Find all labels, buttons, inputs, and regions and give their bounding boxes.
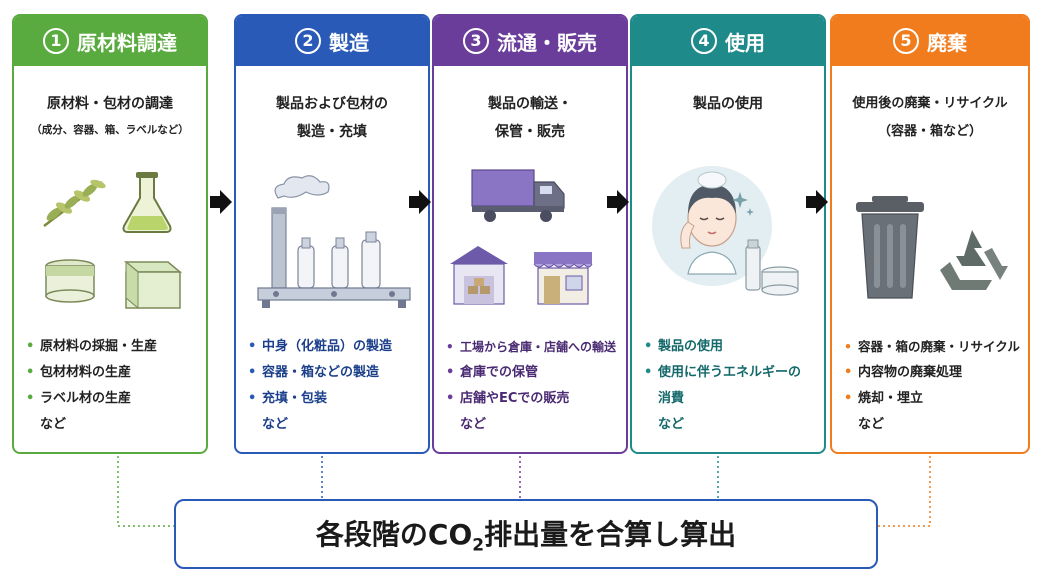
stage-subtext: （成分、容器、箱、ラベルなど） [31,124,189,136]
total-text: 各段階のCO2排出量を合算し算出 [315,517,737,556]
stage-description: 原材料・包材の調達 [14,90,206,118]
list-item: •倉庫での保管 [446,365,539,380]
etc-label: など [858,417,885,432]
trash-can-icon [856,196,924,299]
stage-description: 製品の輸送・ 保管・販売 [434,90,626,146]
list-item: •ラベル材の生産 [26,391,132,406]
list-item: •容器・箱などの製造 [248,365,380,380]
disposal-illustration [856,196,1008,299]
stage-description: 製品の使用 [632,90,824,118]
cream-tube-icon [745,239,799,296]
stage-header: 3 流通・販売 [434,16,626,66]
stage-title: 使用 [725,30,765,55]
etc-label: など [658,417,685,432]
factory-icon [257,175,411,308]
stage-header: 2 製造 [236,16,428,66]
stage-description-line: 製品の輸送・ [488,96,572,112]
list-item: •容器・箱の廃棄・リサイクル [844,339,1020,354]
stage-bullet-list: •中身（化粧品）の製造 •容器・箱などの製造 •充填・包装 など [248,334,422,438]
list-item: 消費 [658,391,685,406]
stage-title: 原材料調達 [77,30,177,55]
jar-icon [45,259,95,303]
stage-number: 1 [43,28,69,54]
stage-bullet-list: •原材料の採掘・生産 •包材材料の生産 •ラベル材の生産 など [26,334,200,438]
olive-branch-icon [43,179,106,227]
list-item: •焼却・埋立 [844,391,924,406]
stage-number: 3 [463,28,489,54]
stage-description-line: 保管・販売 [495,124,565,140]
stage-description: 製品および包材の 製造・充填 [236,90,428,146]
stage-description-line: （容器・箱など） [877,124,982,139]
woman-skincare-icon [652,166,772,286]
stage-distribution: 3 流通・販売 製品の輸送・ 保管・販売 [432,14,628,454]
stage-number: 4 [691,28,717,54]
stage-title: 製造 [329,30,369,55]
raw-materials-illustration [43,172,183,310]
distribution-illustration [450,169,593,305]
arrow-right-icon [409,190,431,214]
truck-icon [471,169,565,222]
etc-label: など [40,417,67,432]
stage-use: 4 使用 製品の使用 •製品の使用 •使用に伴うエネルギーの [630,14,826,454]
arrow-right-icon [210,190,232,214]
list-item: •店舗やECでの販売 [446,391,570,406]
stage-raw-materials: 1 原材料調達 原材料・包材の調達 （成分、容器、箱、ラベルなど） [12,14,208,454]
stage-header: 5 廃棄 [832,16,1028,66]
factory-illustration [257,175,411,308]
list-item: •中身（化粧品）の製造 [248,339,393,354]
shop-icon [533,252,593,305]
box-icon [123,260,183,310]
list-item: •工場から倉庫・店舗への輸送 [446,340,617,354]
list-item: •内容物の廃棄処理 [844,365,963,380]
stage-description: 使用後の廃棄・リサイクル （容器・箱など） [832,90,1028,146]
total-emissions-box: 各段階のCO2排出量を合算し算出 [174,499,878,569]
arrow-right-icon [607,190,629,214]
warehouse-icon [450,246,508,305]
stage-number: 5 [893,28,919,54]
stage-description-line: 製品の使用 [693,96,763,112]
stage-description-line: 原材料・包材の調達 [47,96,173,112]
stage-description-line: 使用後の廃棄・リサイクル [852,96,1008,111]
use-illustration [652,166,799,296]
stage-title: 廃棄 [927,30,967,55]
list-item: •原材料の採掘・生産 [26,339,158,354]
stage-disposal: 5 廃棄 使用後の廃棄・リサイクル （容器・箱など） •容器・箱の廃棄・リサイク… [830,14,1030,454]
stage-bullet-list: •容器・箱の廃棄・リサイクル •内容物の廃棄処理 •焼却・埋立 など [844,334,1022,438]
arrow-right-icon [806,190,828,214]
stage-description-line: 製造・充填 [297,124,367,140]
etc-label: など [460,417,487,432]
list-item: •充填・包装 [248,391,328,406]
stage-header: 1 原材料調達 [14,16,206,66]
list-item: •包材材料の生産 [26,365,132,380]
stage-manufacturing: 2 製造 製品および包材の 製造・充填 •中身（化粧品）の製造 •容器・箱などの… [234,14,430,454]
list-item: •製品の使用 [644,339,724,354]
list-item: •使用に伴うエネルギーの [644,365,802,380]
flask-icon [122,172,172,233]
stage-title: 流通・販売 [497,30,597,55]
stage-bullet-list: •工場から倉庫・店舗への輸送 •倉庫での保管 •店舗やECでの販売 など [446,334,620,438]
stage-number: 2 [295,28,321,54]
stage-header: 4 使用 [632,16,824,66]
etc-label: など [262,417,289,432]
stage-description-line: 製品および包材の [276,96,388,112]
recycle-icon [940,230,1008,290]
stage-bullet-list: •製品の使用 •使用に伴うエネルギーの 消費 など [644,334,818,438]
